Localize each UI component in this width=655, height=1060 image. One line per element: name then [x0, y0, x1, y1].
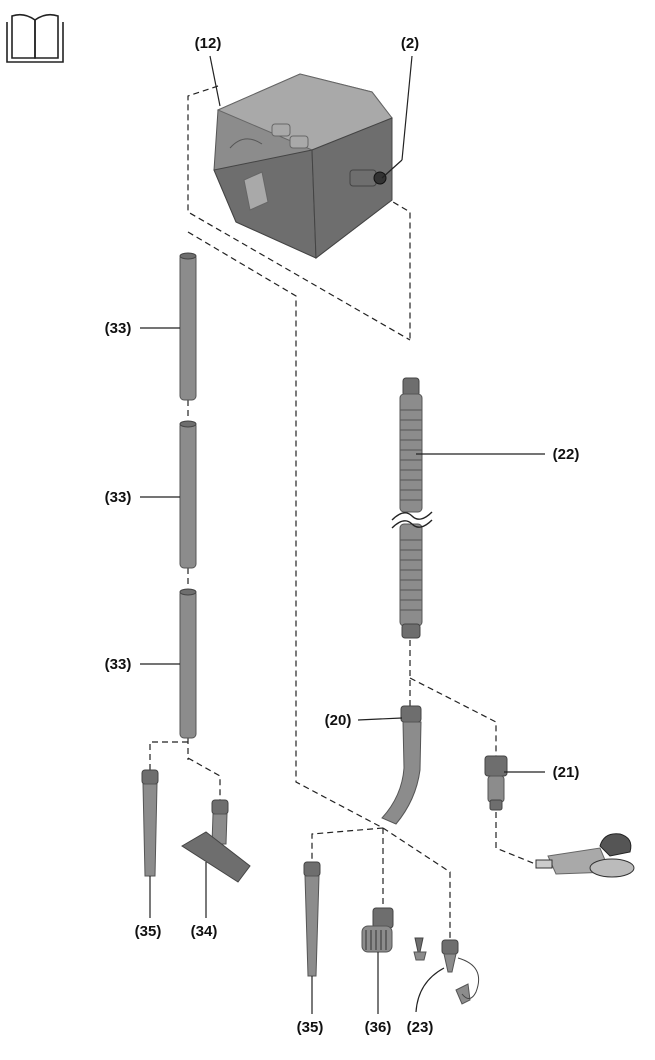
label-bend: (20) [325, 712, 352, 729]
hose-adapter [484, 755, 508, 811]
floor-nozzle [181, 799, 251, 883]
label-hose: (22) [553, 446, 580, 463]
label-adapter: (21) [553, 764, 580, 781]
extension-tube-1 [179, 252, 197, 401]
leader-lines [140, 55, 545, 1014]
extension-tube-2 [179, 420, 197, 569]
open-book-icon [6, 13, 64, 63]
label-vacuum-unit: (12) [195, 35, 222, 52]
vacuum-unit [213, 73, 393, 259]
sander-tool [535, 833, 635, 878]
label-brush-nozzle: (36) [365, 1019, 392, 1036]
connection-lines [149, 85, 546, 940]
label-extension-tube-2: (33) [105, 489, 132, 506]
label-extension-tube-3: (33) [105, 656, 132, 673]
label-crevice-nozzle-left: (35) [135, 923, 162, 940]
crevice-nozzle-bottom [303, 861, 321, 977]
label-inflation-adapter: (23) [407, 1019, 434, 1036]
bend-pipe [381, 705, 422, 825]
extension-tube-3 [179, 588, 197, 739]
brush-nozzle [361, 907, 394, 953]
crevice-nozzle-left [141, 769, 159, 877]
inflation-adapter [413, 937, 480, 1005]
label-extension-tube-1: (33) [105, 320, 132, 337]
flexible-hose [391, 377, 433, 639]
label-crevice-nozzle-bottom: (35) [297, 1019, 324, 1036]
label-floor-nozzle: (34) [191, 923, 218, 940]
part-labels: (12) (2) (33) (33) (33) (22) (20) (21) (… [105, 35, 580, 1036]
label-hose-port: (2) [401, 35, 419, 52]
